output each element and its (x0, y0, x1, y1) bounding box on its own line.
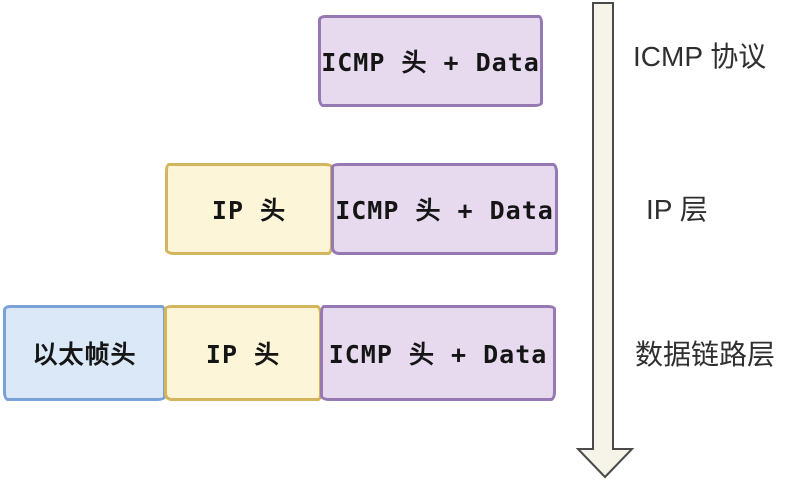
block-label: ICMP 头 + Data (328, 340, 548, 369)
block-label: IP 头 (211, 196, 287, 225)
layer-label-data-link-layer: 数据链路层 (635, 339, 776, 370)
block-icmp-header-data-row3: ICMP 头 + Data (320, 305, 556, 401)
block-label: IP 头 (205, 340, 281, 369)
layer-label-ip-layer: IP 层 (646, 194, 708, 225)
down-arrow-icon (575, 2, 635, 479)
block-label: 以太帧头 (32, 340, 137, 369)
block-ethernet-frame-header-row3: 以太帧头 (3, 305, 166, 401)
block-icmp-header-data-row2: ICMP 头 + Data (331, 163, 558, 255)
layer-label-icmp-protocol: ICMP 协议 (633, 41, 767, 72)
block-label: ICMP 头 + Data (321, 48, 540, 77)
block-icmp-header-data-row1: ICMP 头 + Data (318, 15, 543, 107)
block-ip-header-row3: IP 头 (164, 305, 322, 401)
block-label: ICMP 头 + Data (335, 196, 554, 225)
block-ip-header-row2: IP 头 (165, 163, 333, 255)
